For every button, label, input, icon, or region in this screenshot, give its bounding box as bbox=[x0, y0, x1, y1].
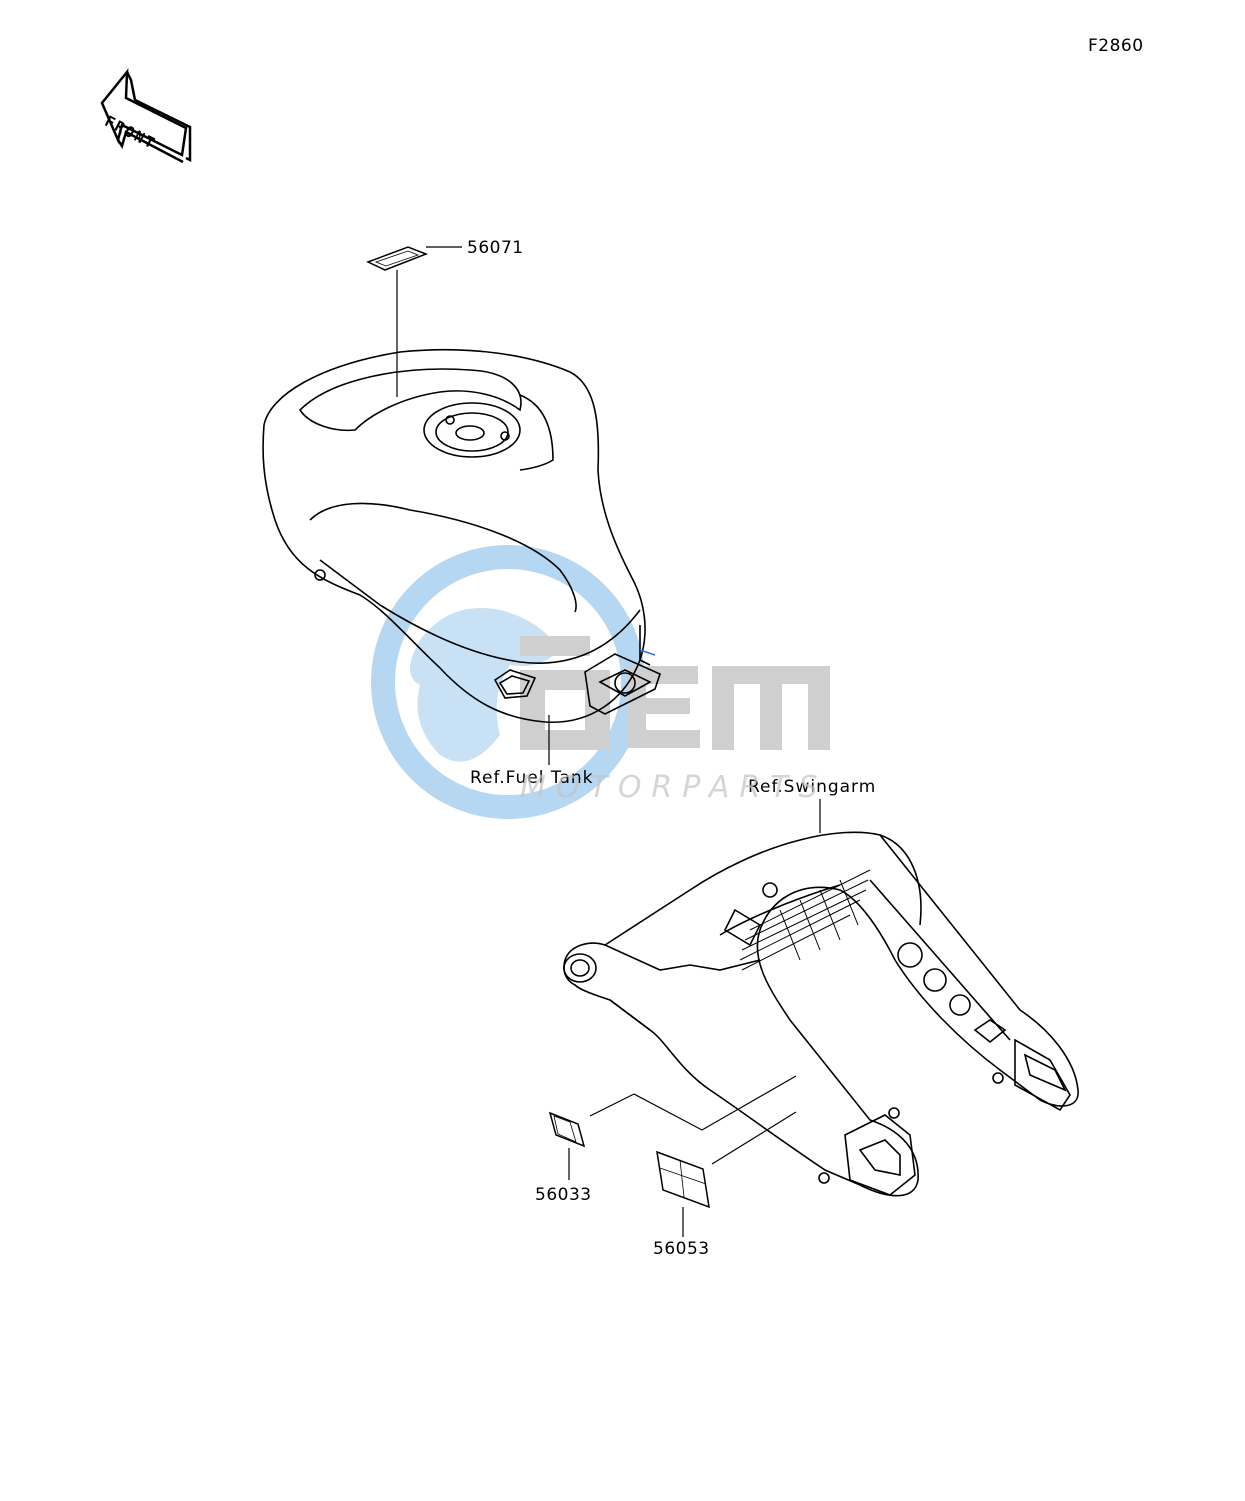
part-number-56071: 56071 bbox=[467, 238, 524, 258]
watermark-tagline: MOTORPARTS bbox=[520, 770, 828, 805]
leader-56033-swingarm bbox=[589, 1075, 797, 1131]
part-number-56053: 56053 bbox=[653, 1239, 710, 1259]
leader-lines bbox=[396, 246, 821, 1237]
front-arrow-icon bbox=[100, 68, 192, 164]
ref-fuel-tank-label: Ref.Fuel Tank bbox=[470, 768, 594, 788]
swingarm-drawing bbox=[563, 831, 1079, 1197]
leader-56053-swingarm bbox=[711, 1111, 797, 1165]
fuel-tank-drawing bbox=[262, 348, 661, 723]
part-number-56033: 56033 bbox=[535, 1185, 592, 1205]
label-56053-shape bbox=[656, 1150, 710, 1209]
label-56071-shape bbox=[366, 246, 429, 271]
ref-swingarm-label: Ref.Swingarm bbox=[748, 777, 877, 797]
swingarm-mesh bbox=[739, 869, 871, 971]
watermark-logo bbox=[371, 545, 830, 819]
figure-code: F2860 bbox=[1088, 36, 1144, 56]
label-56033-shape bbox=[548, 1111, 586, 1148]
